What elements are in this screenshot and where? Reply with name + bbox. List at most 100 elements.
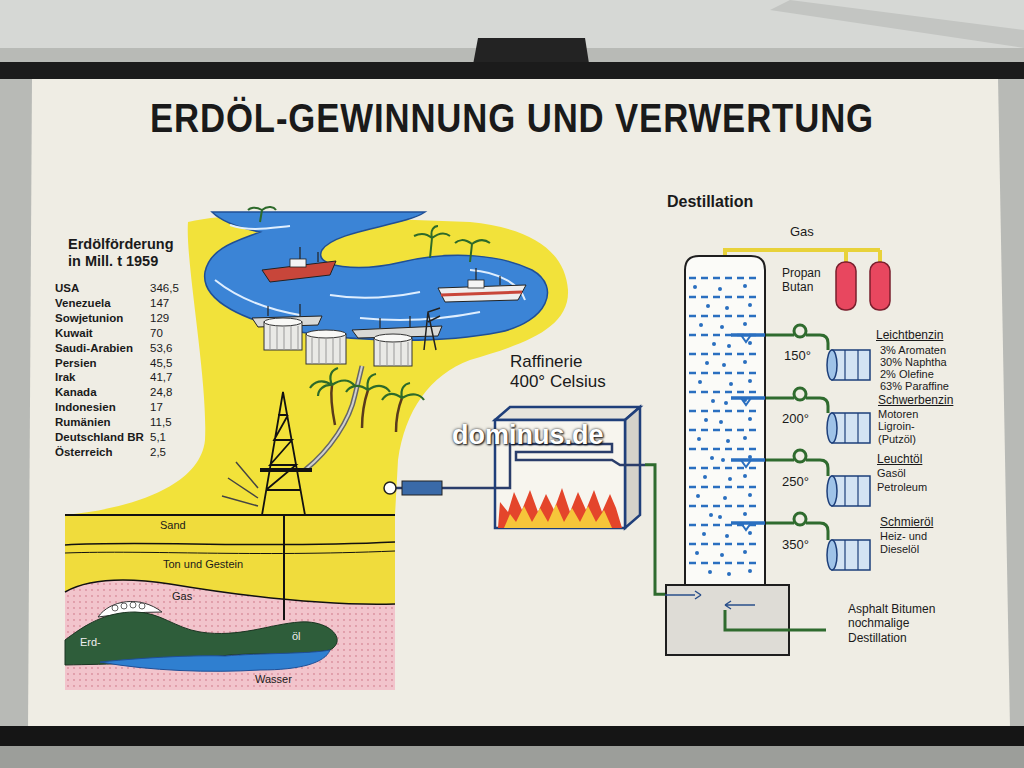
- stratum-label: Sand: [160, 519, 186, 532]
- side-pipes: [794, 450, 806, 462]
- country-name: Venezuela: [55, 297, 111, 311]
- country-name: Indonesien: [55, 401, 116, 415]
- drop: [695, 551, 699, 555]
- furnace-side: [625, 407, 640, 528]
- barrels: [827, 413, 837, 443]
- product-detail-slot: 63% Paraffine: [880, 380, 949, 393]
- drop: [720, 325, 724, 329]
- table-heading-slot: Erdölförderung in Mill. t 1959: [68, 236, 183, 271]
- side-draw: [731, 521, 765, 525]
- stratum-label-slot: öl: [292, 630, 301, 643]
- table-value: 24,8: [150, 386, 172, 400]
- drop: [743, 474, 747, 478]
- drop: [718, 515, 722, 519]
- rock-strata: [65, 515, 395, 690]
- drop: [748, 417, 752, 421]
- pump: [384, 481, 495, 495]
- barrels: [845, 476, 858, 506]
- table-value-slot: 2,5: [150, 446, 166, 460]
- gas-cap: [139, 603, 145, 609]
- barrels: [827, 350, 837, 380]
- product-heading-slot: Leichtbenzin: [876, 328, 943, 342]
- drop: [711, 399, 715, 403]
- country-name-slot: Kuwait: [55, 327, 93, 341]
- tray: [689, 372, 761, 375]
- peninsula-palms: [414, 226, 490, 262]
- tray: [689, 353, 761, 356]
- product-heading-slot: Schwerbenzin: [878, 393, 953, 407]
- storage-tanks: [380, 342, 408, 366]
- furnace-top: [495, 407, 640, 420]
- wall: [770, 0, 1024, 48]
- country-name: Kuwait: [55, 327, 93, 341]
- tray: [689, 505, 761, 508]
- storage-tanks: [264, 318, 302, 326]
- flames-inner: [504, 504, 612, 528]
- side-draw: [731, 458, 765, 462]
- drop: [693, 285, 697, 289]
- drop: [703, 475, 707, 479]
- stratum-label-slot: Sand: [160, 519, 186, 532]
- stratum-label-slot: Gas: [172, 590, 192, 603]
- country-name: Persien: [55, 357, 97, 371]
- water-layer: [100, 650, 330, 671]
- oil-derrick: [262, 392, 305, 515]
- drop: [706, 304, 710, 308]
- table-value: 17: [150, 401, 163, 415]
- side-draw-cup: [741, 398, 751, 405]
- rock-strata: [65, 542, 395, 545]
- country-name-slot: Venezuela: [55, 297, 111, 311]
- drop: [748, 531, 752, 535]
- drop: [748, 303, 752, 307]
- tanker-ship: [290, 259, 306, 267]
- drop: [722, 363, 726, 367]
- drop: [728, 477, 732, 481]
- table-value: 129: [150, 312, 169, 326]
- drop: [704, 418, 708, 422]
- residue-label: Asphalt Bitumen nochmalige Destillation: [848, 602, 966, 645]
- node-heading: Raffinerie 400° Celsius: [510, 352, 615, 393]
- node-heading-slot: Destillation: [667, 192, 787, 211]
- tanker-ship: [300, 247, 318, 262]
- country-name-slot: Irak: [55, 371, 75, 385]
- country-name: Irak: [55, 371, 75, 385]
- table-value-slot: 5,1: [150, 431, 166, 445]
- crane: [424, 308, 440, 350]
- tray: [689, 315, 761, 318]
- drop: [721, 458, 725, 462]
- drop: [748, 493, 752, 497]
- product-detail-slot: Gasöl: [877, 467, 906, 480]
- storage-tanks: [270, 326, 298, 350]
- storage-tanks: [374, 334, 412, 342]
- gas-bottles: [870, 262, 890, 310]
- residue-pipe: [725, 610, 790, 630]
- drop: [748, 341, 752, 345]
- node-heading-slot: Raffinerie 400° Celsius: [510, 352, 615, 393]
- country-name: Deutschland BR: [55, 431, 144, 445]
- side-draw-cup: [741, 523, 751, 530]
- temperature-label-slot: 250°: [782, 474, 809, 490]
- drop: [729, 382, 733, 386]
- product-label: Propan Butan: [782, 266, 830, 295]
- stratum-label: Gas: [172, 590, 192, 603]
- gas-cap: [112, 605, 118, 611]
- wall: [0, 745, 1024, 768]
- table-value-slot: 11,5: [150, 416, 172, 430]
- drop: [725, 534, 729, 538]
- drop: [702, 532, 706, 536]
- storage-tanks: [312, 338, 340, 364]
- tray: [689, 562, 761, 565]
- table-value: 70: [150, 327, 163, 341]
- product-heading-slot: Leuchtöl: [877, 452, 922, 466]
- side-draw-cup: [741, 460, 751, 467]
- rock-strata: [65, 515, 395, 604]
- sea: [205, 212, 548, 340]
- table-value-slot: 24,8: [150, 386, 172, 400]
- drop: [748, 569, 752, 573]
- side-pipes: [794, 325, 806, 337]
- stratum-label: Wasser: [255, 673, 292, 686]
- gas-bottles: [836, 262, 856, 310]
- product-label-slot: Gas: [790, 224, 814, 240]
- chart-title-slot: ERDÖL-GEWINNUNG UND VERWERTUNG: [150, 94, 874, 142]
